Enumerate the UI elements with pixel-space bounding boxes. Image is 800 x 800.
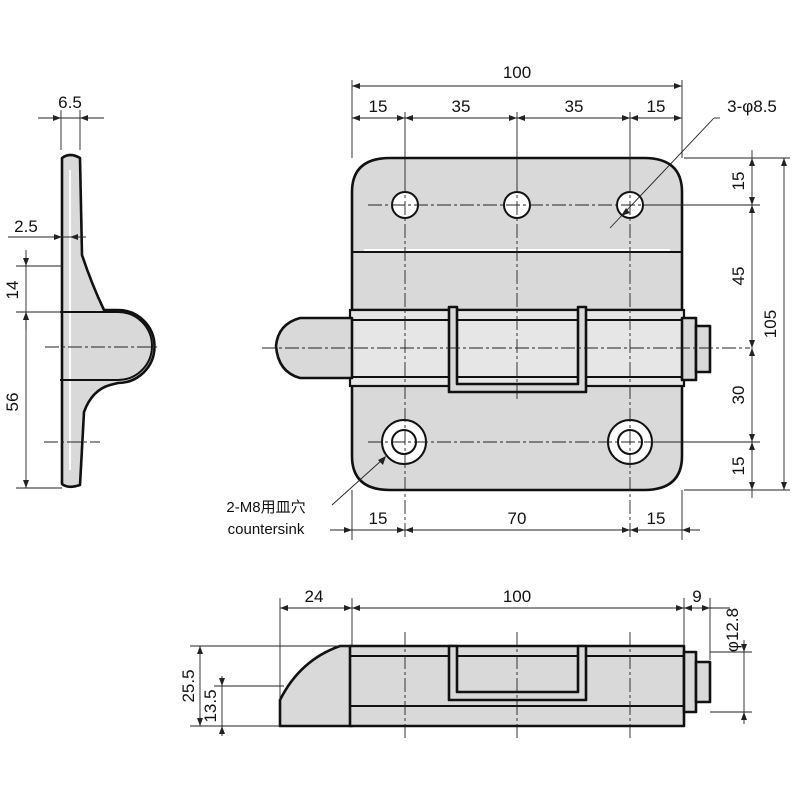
arrow: [509, 115, 517, 121]
dim-bottom-pin-height: 13.5: [201, 689, 220, 722]
bottom-view-notch: [447, 644, 588, 702]
arrow: [405, 527, 413, 533]
arrow: [749, 158, 755, 166]
arrow: [219, 678, 225, 686]
arrow: [80, 115, 88, 121]
dim-bottom-nut-length: 9: [692, 587, 701, 606]
arrow: [741, 644, 747, 652]
front-view: 100 15 35 35 15 3-φ8.5: [226, 63, 790, 540]
dim-front-right-top: 15: [729, 172, 748, 191]
arrow: [23, 258, 29, 266]
dim-bottom-pin-length: 24: [305, 587, 324, 606]
arrow: [23, 312, 29, 320]
arrow: [749, 205, 755, 213]
dim-front-bottom-pitch: 70: [508, 509, 527, 528]
bottom-view: 24 100 9 φ12.8 25.5 13.5: [179, 587, 752, 740]
arrow: [749, 434, 755, 442]
arrow: [702, 605, 710, 611]
dim-bottom-total-height: 25.5: [179, 669, 198, 702]
arrow: [622, 115, 630, 121]
arrow: [684, 605, 692, 611]
arrow: [781, 158, 787, 166]
leader-line: [331, 459, 383, 506]
dim-front-bottom-left: 15: [369, 509, 388, 528]
arrow: [630, 527, 638, 533]
arrow: [352, 605, 360, 611]
dim-front-right-upper: 45: [729, 267, 748, 286]
dim-bottom-nut-diameter: φ12.8: [723, 608, 742, 652]
bottom-view-washer: [682, 650, 698, 714]
arrow: [749, 442, 755, 450]
front-view-nut: [694, 324, 712, 374]
arrow: [621, 208, 630, 216]
front-view-washer: [680, 316, 698, 382]
arrow: [344, 605, 352, 611]
dim-front-pitch-1: 35: [452, 97, 471, 116]
arrow: [397, 115, 405, 121]
dim-front-edge-right: 15: [647, 97, 666, 116]
bottom-view-pin-tip: [278, 644, 354, 728]
arrow: [352, 115, 360, 121]
front-view-lower-leaf: [350, 383, 684, 492]
arrow: [405, 115, 413, 121]
dim-front-right-bottom: 15: [729, 457, 748, 476]
arrow: [749, 482, 755, 490]
dim-front-width: 100: [503, 63, 531, 82]
arrow: [197, 646, 203, 654]
dim-front-height: 105: [761, 310, 780, 338]
arrow: [676, 605, 684, 611]
arrow: [682, 527, 690, 533]
dim-front-right-middle: 30: [729, 386, 748, 405]
arrow: [23, 480, 29, 488]
arrow: [378, 456, 386, 465]
side-view-knuckle-inner: [60, 311, 153, 381]
arrow: [674, 83, 682, 89]
arrow: [54, 234, 62, 240]
arrow: [749, 340, 755, 348]
arrow: [70, 234, 78, 240]
note-countersink-en: countersink: [228, 521, 305, 538]
arrow: [219, 726, 225, 734]
arrow: [741, 712, 747, 720]
arrow: [53, 115, 61, 121]
arrow: [197, 718, 203, 726]
arrow: [280, 605, 288, 611]
dim-front-edge-left: 15: [369, 97, 388, 116]
side-view-body: [60, 153, 156, 489]
dim-side-upper: 14: [3, 281, 22, 300]
arrow: [397, 527, 405, 533]
arrow: [781, 482, 787, 490]
note-countersink-jp: 2-M8用皿穴: [226, 499, 305, 516]
dim-side-step: 2.5: [14, 217, 38, 236]
arrow: [344, 527, 352, 533]
arrow: [630, 115, 638, 121]
bottom-view-nut: [694, 660, 712, 704]
dim-front-bottom-right: 15: [647, 509, 666, 528]
arrow: [622, 527, 630, 533]
arrow: [749, 348, 755, 356]
arrow: [352, 83, 360, 89]
dim-side-top-width: 6.5: [58, 93, 82, 112]
dim-front-pitch-2: 35: [565, 97, 584, 116]
front-view-knuckle-notch: [447, 305, 588, 394]
dim-side-lower: 56: [3, 393, 22, 412]
dim-bottom-body-length: 100: [503, 587, 531, 606]
arrow: [517, 115, 525, 121]
arrow: [674, 115, 682, 121]
arrow: [749, 197, 755, 205]
side-view: 6.5 2.5 14 56: [3, 93, 160, 489]
dim-front-top-holes: 3-φ8.5: [727, 97, 777, 116]
